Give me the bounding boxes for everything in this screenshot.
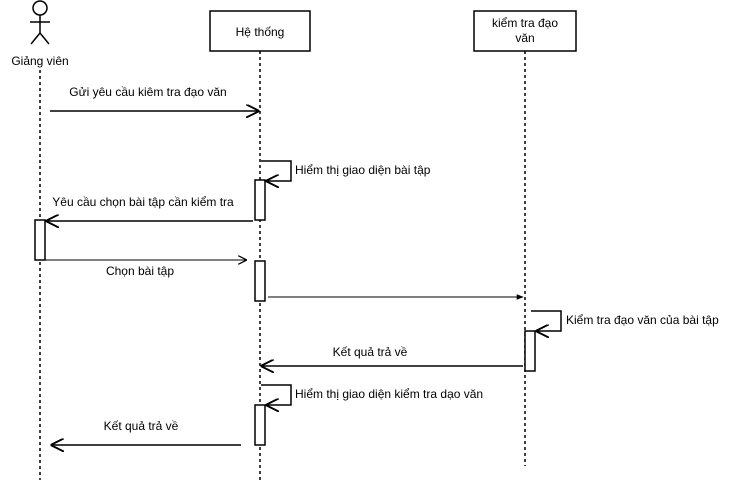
system-activation-3 <box>254 404 266 446</box>
message-label: Yêu cầu chọn bài tập cần kiểm tra <box>52 195 234 209</box>
teacher-label: Giảng viên <box>11 54 68 68</box>
stick-figure-icon <box>30 0 50 45</box>
self-message-check-plagiarism: Kiểm tra đạo văn của bài tập <box>531 310 719 331</box>
message-label: Kiểm tra đạo văn của bài tập <box>566 313 719 327</box>
message-result-to-system: Kết quả trả về <box>262 345 523 366</box>
message-label: Hiểm thị giao diện kiểm tra dạo văn <box>295 387 483 401</box>
message-request-check: Gửi yêu cầu kiêm tra đạo văn <box>50 85 258 111</box>
checker-activation-1 <box>524 330 536 372</box>
message-choose-assignment: Chọn bài tập <box>45 260 246 278</box>
system-participant: Hệ thống <box>209 10 311 52</box>
self-message-arrow <box>531 310 562 331</box>
self-message-show-check-ui: Hiểm thị giao diện kiểm tra dạo văn <box>261 384 483 405</box>
message-select-request: Yêu cầu chọn bài tập cần kiểm tra <box>47 195 253 221</box>
system-box <box>209 10 311 52</box>
message-label: Chọn bài tập <box>106 264 174 278</box>
message-label: Gửi yêu cầu kiêm tra đạo văn <box>69 85 226 99</box>
teacher-activation-1 <box>34 219 46 261</box>
message-result-to-teacher: Kết quả trả về <box>52 419 241 445</box>
message-label: Kết quả trả về <box>333 345 408 359</box>
system-activation-1 <box>254 179 266 221</box>
message-label: Kết quả trả về <box>104 419 179 433</box>
system-activation-2 <box>254 260 266 302</box>
self-message-arrow <box>261 160 292 181</box>
message-label: Hiểm thị giao diện bài tập <box>295 163 431 177</box>
checker-label-line2: văn <box>515 31 534 45</box>
self-message-show-assignments: Hiểm thị giao diện bài tập <box>261 160 431 181</box>
checker-participant: kiểm tra đạo văn <box>473 10 577 52</box>
checker-box <box>473 10 577 52</box>
system-label: Hệ thống <box>236 25 285 39</box>
self-message-arrow <box>261 384 292 405</box>
teacher-actor: Giảng viên <box>11 0 69 68</box>
checker-label-line1: kiểm tra đạo <box>492 16 558 30</box>
